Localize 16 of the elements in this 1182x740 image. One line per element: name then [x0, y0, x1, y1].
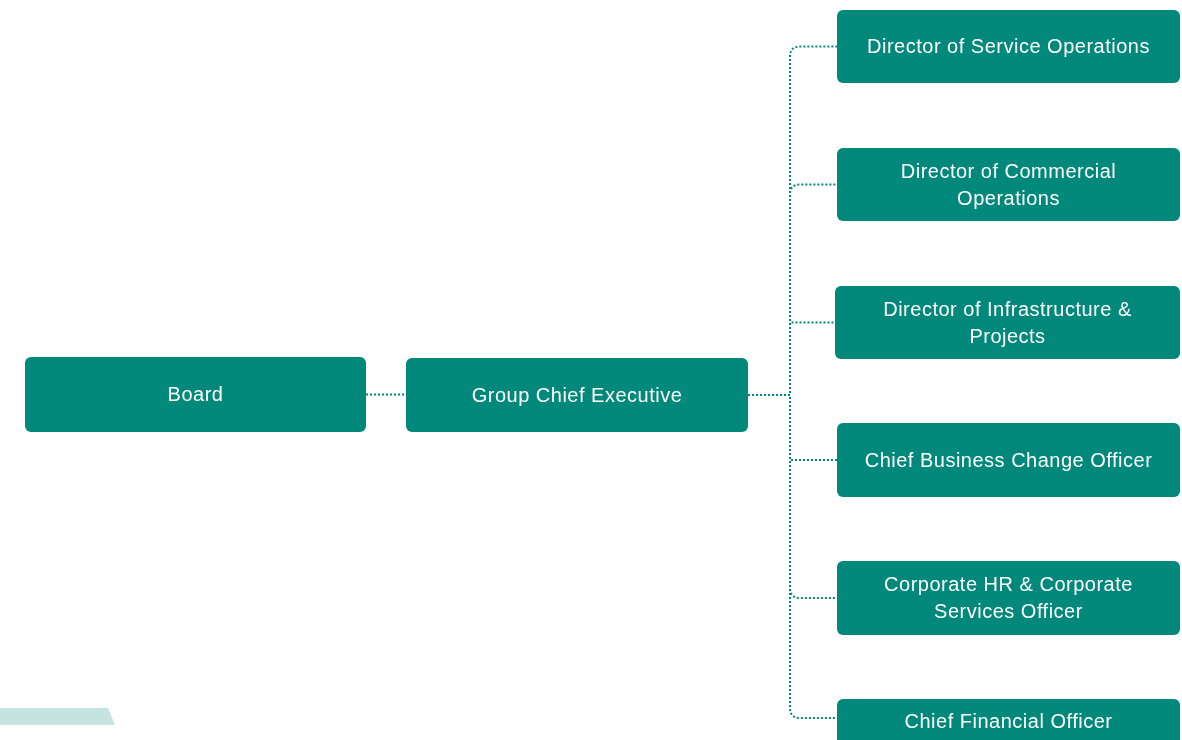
org-box	[837, 148, 1180, 221]
org-box	[25, 357, 366, 432]
org-box	[837, 561, 1180, 635]
role-title: Group Chief Executive	[471, 382, 683, 408]
org-box	[837, 10, 1180, 83]
org-box	[837, 423, 1180, 497]
org-box	[835, 286, 1180, 359]
role-title: Director of Commercial Operations	[899, 158, 1118, 211]
role-title: Corporate HR & Corporate Services Officer	[883, 572, 1134, 624]
role-title: Director of Service Operations	[867, 34, 1150, 59]
role-title: Chief Financial Officer	[904, 709, 1113, 734]
org-box	[406, 358, 748, 432]
role-title: Director of Infrastructure & Projects	[882, 296, 1133, 349]
dotted-connector	[365, 393, 407, 396]
role-title: Board	[167, 382, 224, 407]
role-title: Chief Business Change Officer	[864, 447, 1153, 473]
